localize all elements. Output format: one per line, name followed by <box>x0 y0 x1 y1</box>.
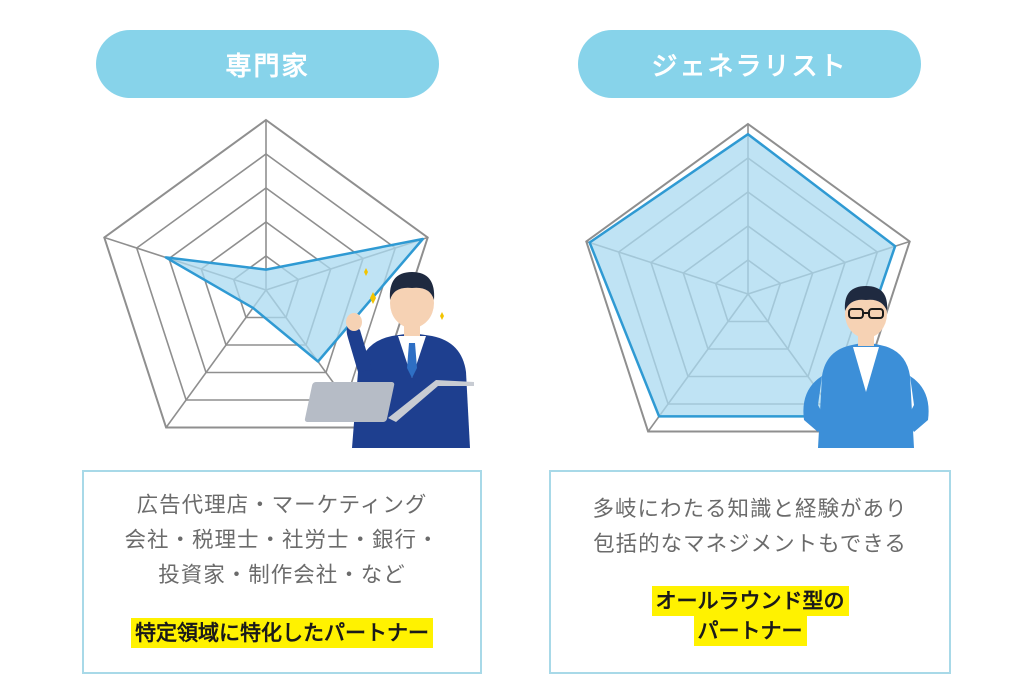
radar-grid-ring <box>103 118 429 429</box>
radar-data-area <box>164 237 425 363</box>
specialist-title-pill: 専門家 <box>96 30 439 98</box>
radar-grid-ring <box>168 187 364 374</box>
specialist-title: 専門家 <box>225 51 310 82</box>
businessman-with-laptop-icon <box>304 268 474 448</box>
radar-grid-ring <box>135 153 397 401</box>
radar-charts <box>103 118 929 448</box>
generalist-title: ジェネラリスト <box>651 51 848 82</box>
specialist-description-line: 投資家・制作会社・など <box>158 563 406 588</box>
generalist-radar-chart <box>585 122 911 433</box>
specialist-radar-chart <box>103 118 429 429</box>
generalist-description-line: 多岐にわたる知識と経験があり <box>592 497 908 522</box>
specialist-highlight: 特定領域に特化したパートナー <box>84 618 480 648</box>
radar-axis-line <box>165 289 267 428</box>
radar-grid-ring <box>585 122 911 433</box>
generalist-highlight-text: オールラウンド型の <box>651 586 849 616</box>
generalist-highlight-text: パートナー <box>693 616 807 646</box>
generalist-title-pill: ジェネラリスト <box>578 30 921 98</box>
generalist-description-line: 包括的なマネジメントもできる <box>593 532 907 557</box>
generalist-description: 多岐にわたる知識と経験があり 包括的なマネジメントもできる <box>551 492 949 562</box>
specialist-description-card: 広告代理店・マーケティング 会社・税理士・社労士・銀行・ 投資家・制作会社・など… <box>82 470 482 674</box>
generalist-description-card: 多岐にわたる知識と経験があり 包括的なマネジメントもできる オールラウンド型の … <box>549 470 951 674</box>
specialist-description-line: 会社・税理士・社労士・銀行・ <box>124 528 440 553</box>
specialist-description-line: 広告代理店・マーケティング <box>136 493 428 518</box>
generalist-highlight: オールラウンド型の パートナー <box>551 586 949 646</box>
radar-data-area <box>588 132 897 418</box>
specialist-description: 広告代理店・マーケティング 会社・税理士・社労士・銀行・ 投資家・制作会社・など <box>84 488 480 593</box>
businessman-with-glasses-icon <box>803 286 929 448</box>
specialist-highlight-text: 特定領域に特化したパートナー <box>131 618 433 648</box>
